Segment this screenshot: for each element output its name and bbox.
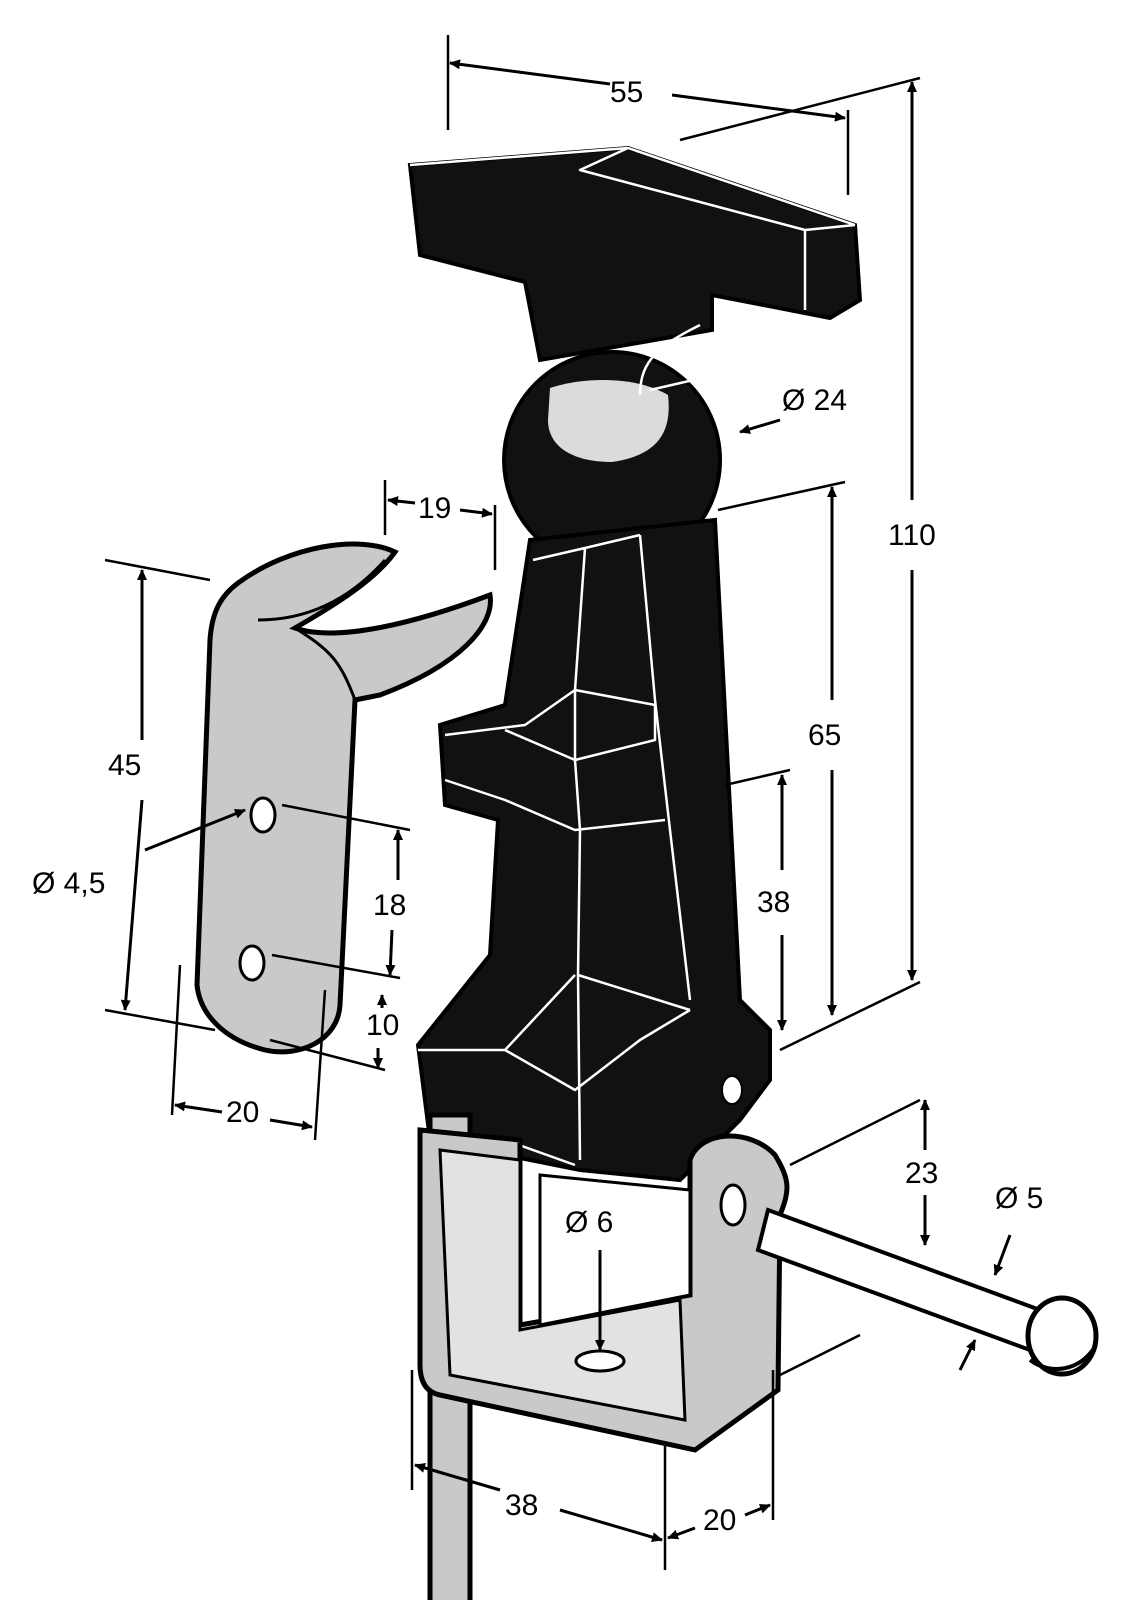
screw-hole-upper <box>249 796 277 834</box>
mounting-bracket <box>417 1112 790 1600</box>
dimension-lines <box>104 35 1012 1570</box>
dim-45: 45 <box>108 749 141 782</box>
dim-23: 23 <box>905 1157 938 1190</box>
base-hole <box>574 1349 626 1373</box>
dim-18: 18 <box>373 889 406 922</box>
dim-screw-hole: Ø 4,5 <box>32 867 105 900</box>
dim-20-keeper: 20 <box>226 1096 259 1129</box>
dim-110: 110 <box>888 519 936 552</box>
screw-hole-lower <box>238 944 266 982</box>
keeper-plate <box>194 541 493 1055</box>
dim-20-bracket: 20 <box>703 1504 736 1537</box>
pin-head <box>1025 1295 1099 1377</box>
dim-ball-diameter: Ø 24 <box>782 384 847 417</box>
bracket-pin-hole <box>719 1183 747 1227</box>
dim-pin-diameter: Ø 5 <box>995 1182 1043 1215</box>
dim-10: 10 <box>366 1009 399 1042</box>
dim-65: 65 <box>808 719 841 752</box>
dimension-labels: 55 110 Ø 24 65 38 19 45 Ø 4,5 18 10 20 3… <box>32 76 1043 1537</box>
dim-55: 55 <box>610 76 643 109</box>
dim-19: 19 <box>418 492 451 525</box>
latch-body <box>407 145 863 1183</box>
dim-38-vertical: 38 <box>757 886 790 919</box>
pivot-hole <box>721 1075 743 1105</box>
dim-38-bracket: 38 <box>505 1489 538 1522</box>
dim-base-hole: Ø 6 <box>565 1206 613 1239</box>
hinge-pin <box>755 1207 1099 1377</box>
